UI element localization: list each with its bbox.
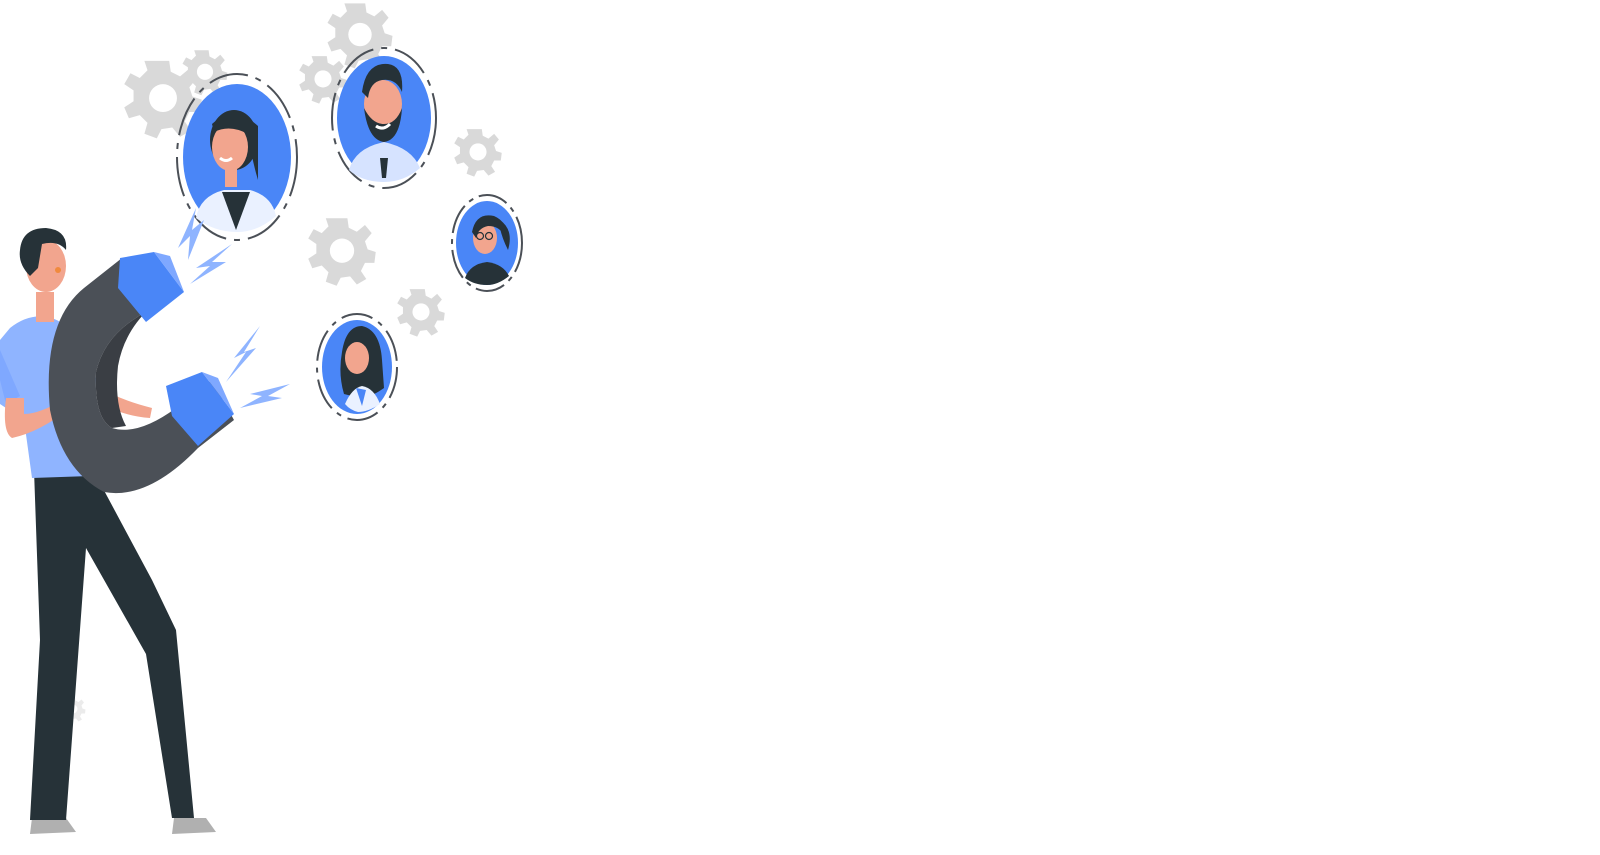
lightning-icon — [178, 208, 204, 260]
gear-icon — [454, 129, 502, 177]
recruitment-illustration — [0, 0, 540, 855]
woman-ponytail-glasses-avatar — [451, 194, 523, 292]
magnet-icon — [48, 252, 234, 494]
lightning-icon — [190, 244, 232, 284]
lightning-icon — [226, 326, 260, 382]
lightning-icon — [240, 384, 290, 408]
man-beard-avatar — [331, 47, 437, 189]
gear-icon — [308, 218, 376, 286]
woman-short-hair-avatar — [176, 73, 298, 241]
gear-icon — [397, 289, 445, 337]
blank-content-area — [540, 0, 1600, 855]
woman-long-hair-avatar — [316, 313, 398, 421]
